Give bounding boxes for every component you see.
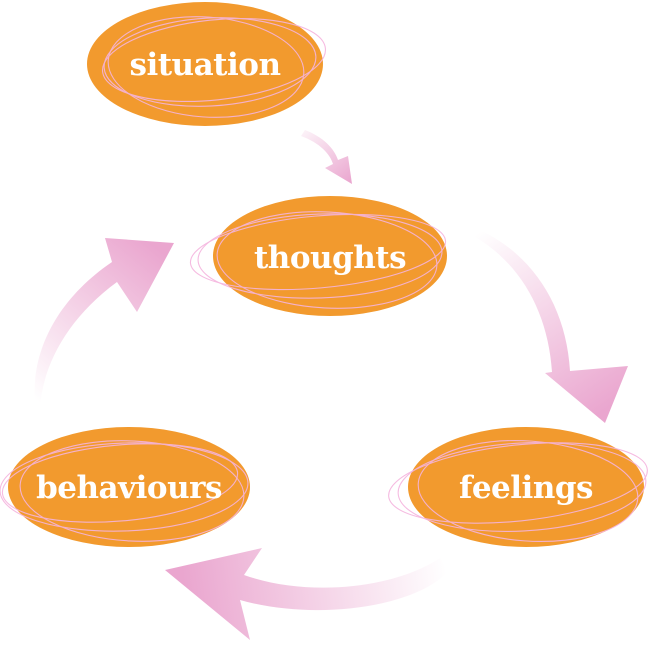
node-feelings-label: feelings xyxy=(459,470,593,506)
arrow-feelings-to-behaviours xyxy=(165,548,448,640)
node-situation: situation xyxy=(87,2,327,126)
arrow-thoughts-to-feelings xyxy=(466,226,628,423)
node-behaviours-label: behaviours xyxy=(36,470,222,506)
node-thoughts-shape xyxy=(213,196,447,316)
node-situation-label: situation xyxy=(130,47,281,83)
node-situation-shape xyxy=(87,2,323,126)
node-thoughts: thoughts xyxy=(189,196,447,316)
arrow-situation-to-thoughts xyxy=(301,130,352,184)
node-behaviours-scribble xyxy=(0,440,249,542)
node-feelings: feelings xyxy=(388,427,648,547)
node-feelings-shape xyxy=(408,427,644,547)
arrow-behaviours-to-thoughts xyxy=(34,238,174,410)
node-behaviours: behaviours xyxy=(0,427,250,547)
node-feelings-scribble xyxy=(388,439,648,543)
node-situation-scribble xyxy=(101,16,327,118)
node-behaviours-shape xyxy=(8,427,250,547)
node-thoughts-label: thoughts xyxy=(254,240,406,276)
node-thoughts-scribble xyxy=(189,211,447,309)
